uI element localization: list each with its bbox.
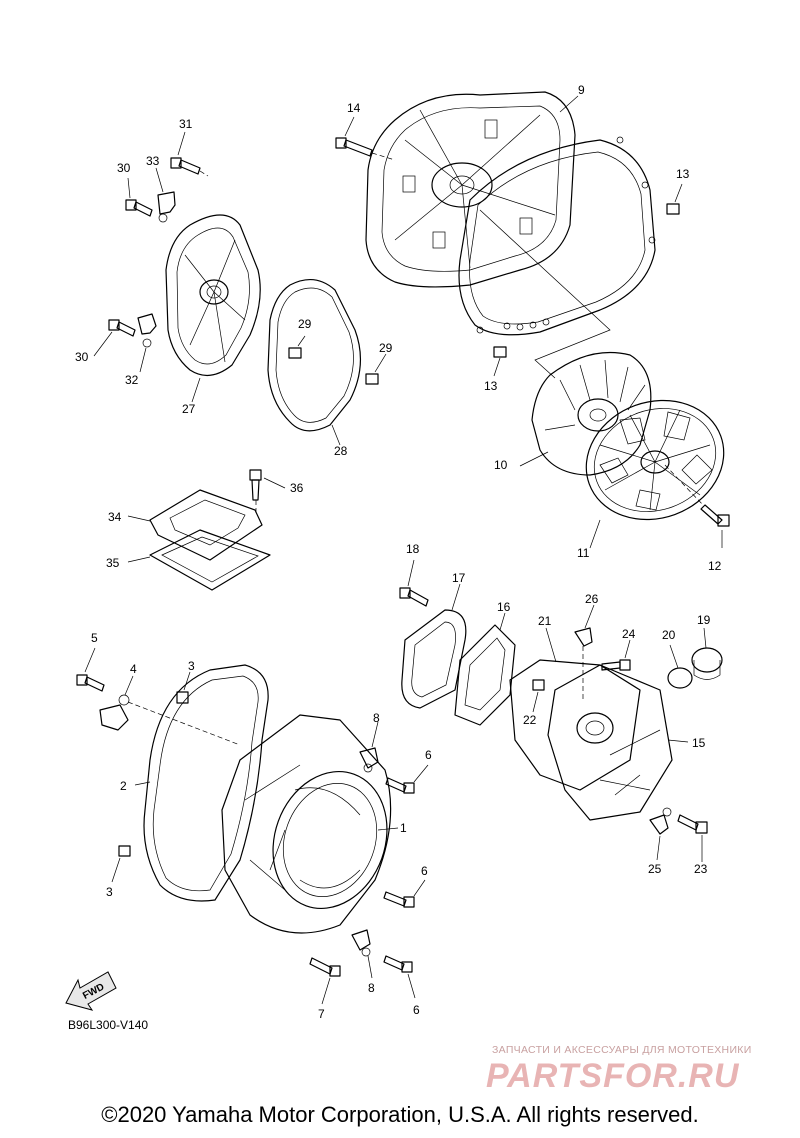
part-10-clutch-housing <box>531 351 652 476</box>
callout-7: 7 <box>318 1007 325 1021</box>
callout-32: 32 <box>125 373 139 387</box>
fwd-arrow-icon: FWD <box>65 971 117 1011</box>
callout-36: 36 <box>290 481 304 495</box>
callout-8: 8 <box>368 981 375 995</box>
part-35-gasket <box>127 529 271 591</box>
part-17-cover <box>401 583 467 709</box>
part-2-gasket <box>134 664 269 902</box>
callout-16: 16 <box>497 600 511 614</box>
part-8-clamp-lower <box>351 929 373 979</box>
part-1-crankcase-cover <box>221 714 399 934</box>
part-22-dowel <box>532 679 545 691</box>
callout-25: 25 <box>648 862 662 876</box>
part-6-bolt-a <box>385 764 429 794</box>
part-9-clutch-cover <box>365 91 576 288</box>
callout-30: 30 <box>117 161 131 175</box>
part-25-clamp <box>649 807 672 861</box>
callout-9: 9 <box>578 83 585 97</box>
part-20-oring <box>667 644 693 689</box>
callout-8: 8 <box>373 711 380 725</box>
part-14-bolt <box>335 116 396 161</box>
part-29-dowel-a <box>288 347 302 359</box>
part-11-clutch-plate <box>585 399 725 521</box>
callout-28: 28 <box>334 444 348 458</box>
watermark-logo: PARTSFOR.RU <box>486 1057 740 1095</box>
part-19-cap <box>691 627 723 680</box>
part-4-clamp <box>99 675 241 746</box>
callout-2: 2 <box>120 779 127 793</box>
callout-4: 4 <box>130 662 137 676</box>
callout-30: 30 <box>75 350 89 364</box>
part-36-bolt <box>249 469 286 515</box>
part-6-bolt-b <box>383 879 426 908</box>
callout-24: 24 <box>622 627 636 641</box>
watermark-subtitle: ЗАПЧАСТИ И АКСЕССУАРЫ ДЛЯ МОТОТЕХНИКИ <box>492 1044 752 1056</box>
callout-21: 21 <box>538 614 552 628</box>
part-28-gasket <box>267 279 362 446</box>
callout-33: 33 <box>146 154 160 168</box>
callout-14: 14 <box>347 101 361 115</box>
part-8-clamp-upper <box>359 721 379 773</box>
callout-13: 13 <box>676 167 690 181</box>
part-12-bolt <box>664 464 730 548</box>
part-30-bolt-lower <box>93 319 136 357</box>
callout-27: 27 <box>182 402 196 416</box>
callout-labels: 14 9 13 13 31 30 33 30 32 27 29 29 28 10… <box>75 83 722 1021</box>
callout-20: 20 <box>662 628 676 642</box>
callout-12: 12 <box>708 559 722 573</box>
callout-23: 23 <box>694 862 708 876</box>
part-3-dowel-b <box>118 845 131 857</box>
diagram-code: B96L300-V140 <box>68 1018 149 1032</box>
part-34-cover <box>127 489 263 561</box>
part-6-bolt-c <box>383 955 416 999</box>
part-27-crankcase-cover <box>165 214 261 376</box>
callout-13: 13 <box>484 379 498 393</box>
callout-29: 29 <box>298 317 312 331</box>
callout-10: 10 <box>494 458 508 472</box>
callout-15: 15 <box>692 736 706 750</box>
part-30-bolt-upper <box>125 177 153 217</box>
callout-29: 29 <box>379 341 393 355</box>
part-16-cover <box>454 612 516 726</box>
part-23-bolt <box>677 814 708 862</box>
part-18-bolt <box>399 559 429 607</box>
callout-26: 26 <box>585 592 599 606</box>
callout-6: 6 <box>421 864 428 878</box>
part-21-gasket <box>509 627 641 791</box>
callout-17: 17 <box>452 571 466 585</box>
callout-3: 3 <box>188 659 195 673</box>
callout-6: 6 <box>425 748 432 762</box>
callout-11: 11 <box>577 546 590 560</box>
callout-6: 6 <box>413 1003 420 1017</box>
part-9-gasket <box>458 136 656 336</box>
callout-34: 34 <box>108 510 122 524</box>
callout-1: 1 <box>400 821 407 835</box>
part-13-dowel-a <box>666 203 680 215</box>
copyright-notice: ©2020 Yamaha Motor Corporation, U.S.A. A… <box>101 1102 699 1127</box>
part-26-clamp <box>574 604 595 700</box>
part-15-cover <box>547 664 689 821</box>
callout-31: 31 <box>179 117 193 131</box>
callout-18: 18 <box>406 542 420 556</box>
part-32-clamp <box>137 313 157 373</box>
callout-22: 22 <box>523 713 537 727</box>
part-24-bolt <box>601 639 631 671</box>
part-3-dowel-a <box>176 691 189 704</box>
callout-5: 5 <box>91 631 98 645</box>
part-29-dowel-b <box>365 373 379 385</box>
callout-35: 35 <box>106 556 120 570</box>
part-5-bolt <box>76 647 105 692</box>
part-7-bolt <box>309 957 341 1005</box>
part-33-clamp <box>155 167 176 223</box>
part-13-dowel-b <box>493 346 507 358</box>
callout-19: 19 <box>697 613 711 627</box>
callout-3: 3 <box>106 885 113 899</box>
part-31-bolt <box>170 131 209 177</box>
